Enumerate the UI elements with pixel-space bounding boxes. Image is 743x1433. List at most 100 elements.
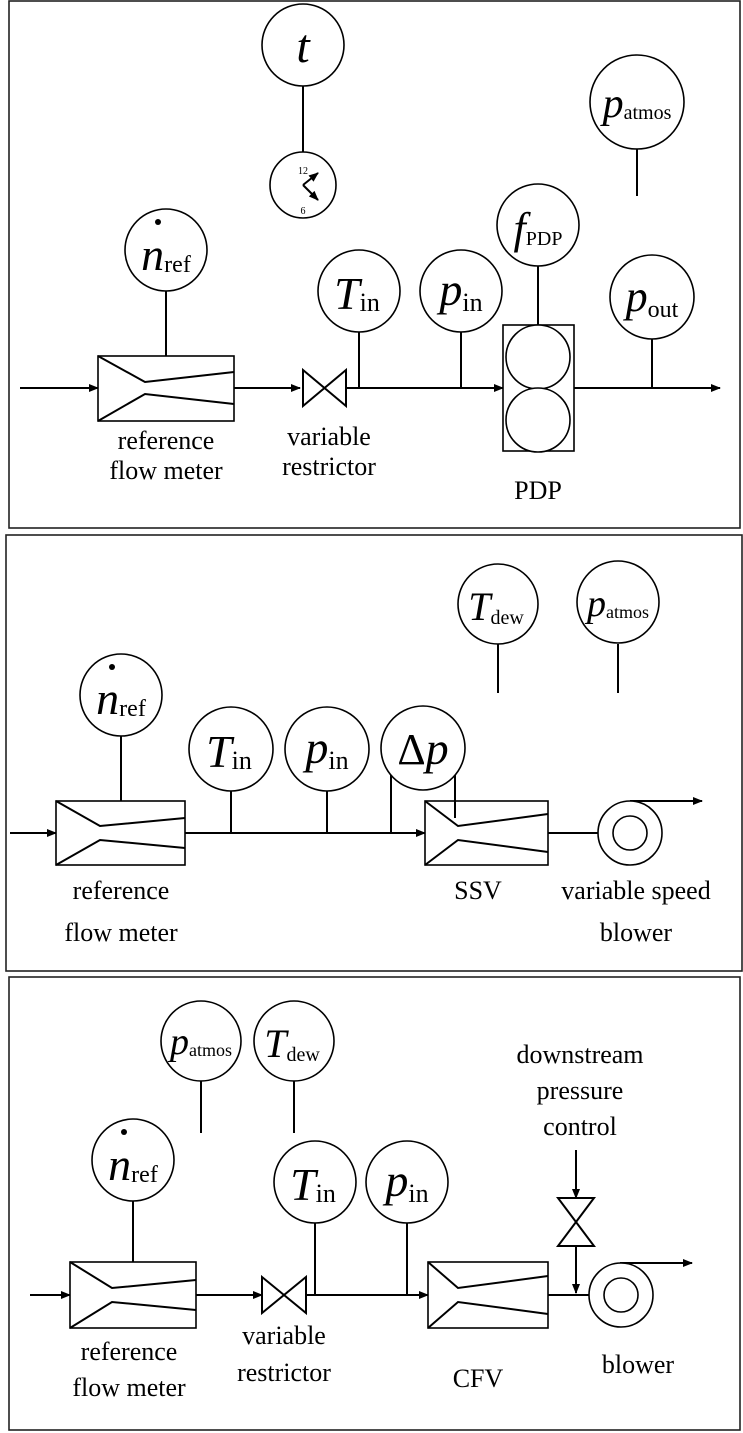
- ref-meter-label-2: flow meter: [72, 1373, 186, 1402]
- restrictor-label-1: variable: [242, 1321, 326, 1350]
- panel-ssv-calibration: reference flow meter SSV variable speed …: [5, 534, 743, 972]
- ref-meter-label-1: reference: [81, 1337, 178, 1366]
- blower-label: blower: [602, 1350, 675, 1379]
- cfv-venturi: [427, 1261, 549, 1329]
- tin-symbol: T: [290, 1159, 319, 1210]
- inlet-temperature-gauge: Tin: [317, 249, 401, 333]
- pin-symbol: p: [382, 1155, 408, 1206]
- svg-text:patmos: patmos: [584, 583, 649, 625]
- atmospheric-pressure-gauge: patmos: [589, 54, 685, 150]
- reference-flow-meter: [97, 355, 235, 422]
- ssv-label: SSV: [454, 876, 502, 905]
- inlet-temperature-gauge: Tin: [273, 1140, 357, 1224]
- pdp-frequency-gauge: fPDP: [496, 183, 580, 267]
- cfv-label: CFV: [453, 1364, 504, 1393]
- dewpoint-gauge: Tdew: [253, 1000, 335, 1082]
- svg-text:nref: nref: [141, 229, 191, 280]
- atmospheric-pressure-gauge: patmos: [160, 1000, 242, 1082]
- dewpoint-gauge: Tdew: [457, 563, 539, 645]
- tdew-subscript: dew: [490, 607, 524, 629]
- pin-subscript: in: [408, 1179, 428, 1208]
- svg-text:nref: nref: [108, 1139, 158, 1190]
- downstream-label-2: pressure: [537, 1076, 624, 1105]
- ref-meter-label-1: reference: [73, 876, 170, 905]
- svg-text:Tin: Tin: [334, 268, 380, 319]
- variable-restrictor-valve: [261, 1274, 307, 1316]
- inlet-pressure-gauge: pin: [419, 249, 503, 333]
- clock-12-label: 12: [298, 166, 308, 177]
- pin-subscript: in: [462, 288, 482, 317]
- tin-symbol: T: [206, 726, 235, 777]
- tdew-subscript: dew: [286, 1044, 320, 1066]
- pout-subscript: out: [648, 297, 679, 323]
- tin-subscript: in: [316, 1179, 336, 1208]
- patmos-symbol: p: [600, 81, 624, 127]
- patmos-subscript: atmos: [606, 602, 649, 622]
- n-dot: [109, 664, 115, 670]
- patmos-subscript: atmos: [189, 1040, 232, 1060]
- tin-symbol: T: [334, 268, 363, 319]
- panel-2-border: [5, 534, 743, 972]
- reference-flow-gauge: nref: [91, 1118, 175, 1202]
- nref-subscript: ref: [164, 252, 191, 278]
- blower-label-2: blower: [600, 918, 673, 947]
- tdew-symbol: T: [468, 584, 493, 629]
- tin-subscript: in: [232, 746, 252, 775]
- nref-subscript: ref: [131, 1162, 158, 1188]
- nref-subscript: ref: [119, 696, 146, 722]
- reference-flow-meter: [55, 800, 186, 866]
- pdp-label: PDP: [514, 476, 562, 505]
- fpdp-subscript: PDP: [526, 228, 563, 250]
- n-dot: [155, 219, 161, 225]
- panel-pdp-calibration: reference flow meter variable restrictor…: [8, 0, 741, 529]
- blower-label-1: variable speed: [561, 876, 710, 905]
- blower: [588, 1262, 654, 1328]
- pin-symbol: p: [302, 722, 328, 773]
- svg-text:pout: pout: [623, 272, 679, 323]
- ref-meter-label-2: flow meter: [64, 918, 178, 947]
- panel-cfv-calibration: reference flow meter variable restrictor…: [8, 976, 741, 1431]
- differential-pressure-gauge: Δp: [380, 705, 466, 791]
- svg-text:Tdew: Tdew: [264, 1021, 320, 1066]
- patmos-symbol: p: [584, 583, 606, 625]
- n-dot: [121, 1129, 127, 1135]
- svg-text:patmos: patmos: [167, 1021, 232, 1063]
- inlet-temperature-gauge: Tin: [188, 706, 274, 792]
- inlet-pressure-gauge: pin: [365, 1140, 449, 1224]
- restrictor-label-2: restrictor: [282, 452, 376, 481]
- ref-meter-label-1: reference: [118, 426, 215, 455]
- clock-6-label: 6: [301, 206, 306, 217]
- svg-text:Tin: Tin: [290, 1159, 336, 1210]
- tin-subscript: in: [360, 288, 380, 317]
- reference-flow-meter: [69, 1261, 197, 1329]
- dp-delta: Δ: [397, 725, 425, 774]
- time-gauge: t: [261, 3, 345, 87]
- pin-symbol: p: [436, 264, 462, 315]
- pdp-pump: [502, 324, 575, 453]
- svg-text:Tdew: Tdew: [468, 584, 524, 629]
- svg-text:pin: pin: [302, 722, 348, 775]
- clock-icon: 12 6: [269, 151, 337, 219]
- nref-symbol: n: [96, 673, 119, 724]
- svg-text:patmos: patmos: [600, 81, 672, 127]
- time-symbol: t: [296, 20, 311, 73]
- svg-text:Δp: Δp: [397, 723, 448, 774]
- restrictor-label-1: variable: [287, 422, 371, 451]
- downstream-pressure-control-valve: [556, 1197, 596, 1247]
- pout-symbol: p: [623, 272, 648, 321]
- restrictor-label-2: restrictor: [237, 1358, 331, 1387]
- ref-meter-label-2: flow meter: [109, 456, 223, 485]
- svg-text:pin: pin: [382, 1155, 428, 1208]
- ssv-venturi: [424, 800, 549, 866]
- variable-speed-blower: [597, 800, 663, 866]
- variable-restrictor-valve: [302, 367, 347, 409]
- patmos-subscript: atmos: [624, 102, 672, 124]
- downstream-label-1: downstream: [516, 1040, 643, 1069]
- patmos-symbol: p: [167, 1021, 189, 1063]
- downstream-label-3: control: [543, 1112, 617, 1141]
- dp-symbol: p: [423, 723, 449, 774]
- inlet-pressure-gauge: pin: [284, 706, 370, 792]
- nref-symbol: n: [141, 229, 164, 280]
- svg-text:Tin: Tin: [206, 726, 252, 777]
